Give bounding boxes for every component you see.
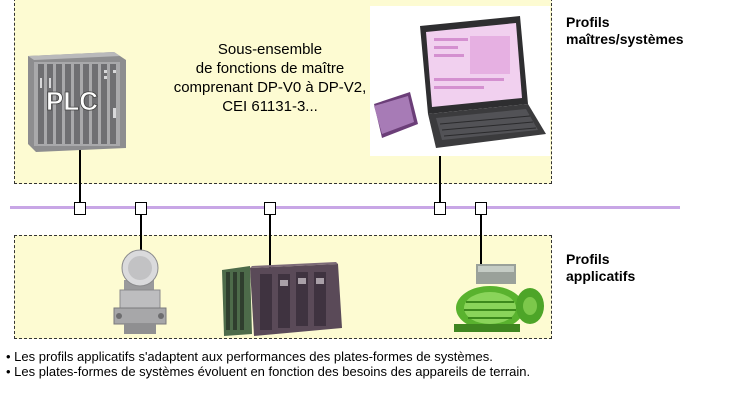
plc-connector <box>79 150 81 206</box>
profibus-line <box>10 206 680 209</box>
bus-tap-transmitter <box>135 202 147 215</box>
master-zone-label: Profils maîtres/systèmes <box>566 14 684 48</box>
modular-controller-icon <box>222 262 342 336</box>
motor-drive-icon <box>454 264 544 332</box>
master-description-line: comprenant DP-V0 à DP-V2, <box>173 79 367 96</box>
bus-tap-plc <box>74 202 86 215</box>
bus-tap-laptop <box>434 202 446 215</box>
footnote-bullets: • Les profils applicatifs s'adaptent aux… <box>6 349 530 379</box>
application-zone-label: Profils applicatifs <box>566 251 635 285</box>
bullet-item: • Les plates-formes de systèmes évoluent… <box>6 364 531 379</box>
transmitter-connector <box>140 209 142 264</box>
bus-tap-motor <box>475 202 487 215</box>
bus-tap-controller <box>264 202 276 215</box>
plc-rack-icon: PLC <box>28 52 126 152</box>
plc-label: PLC <box>46 86 98 116</box>
pressure-transmitter-icon <box>113 249 167 334</box>
laptop-icon <box>370 6 550 156</box>
controller-connector <box>269 209 271 269</box>
bullet-item: • Les profils applicatifs s'adaptent aux… <box>6 349 493 364</box>
motor-connector <box>480 209 482 273</box>
master-description-line: de fonctions de maître <box>195 60 345 77</box>
master-zone-label-line1: Profils <box>566 14 610 30</box>
master-zone-label-line2: maîtres/systèmes <box>566 31 684 47</box>
master-description: Sous-ensemble de fonctions de maître com… <box>145 40 395 116</box>
application-zone-label-line2: applicatifs <box>566 268 636 284</box>
application-zone-label-line1: Profils <box>566 251 610 267</box>
master-description-line: Sous-ensemble <box>217 41 323 58</box>
laptop-connector <box>439 150 441 206</box>
master-description-line: CEI 61131-3... <box>222 98 318 115</box>
